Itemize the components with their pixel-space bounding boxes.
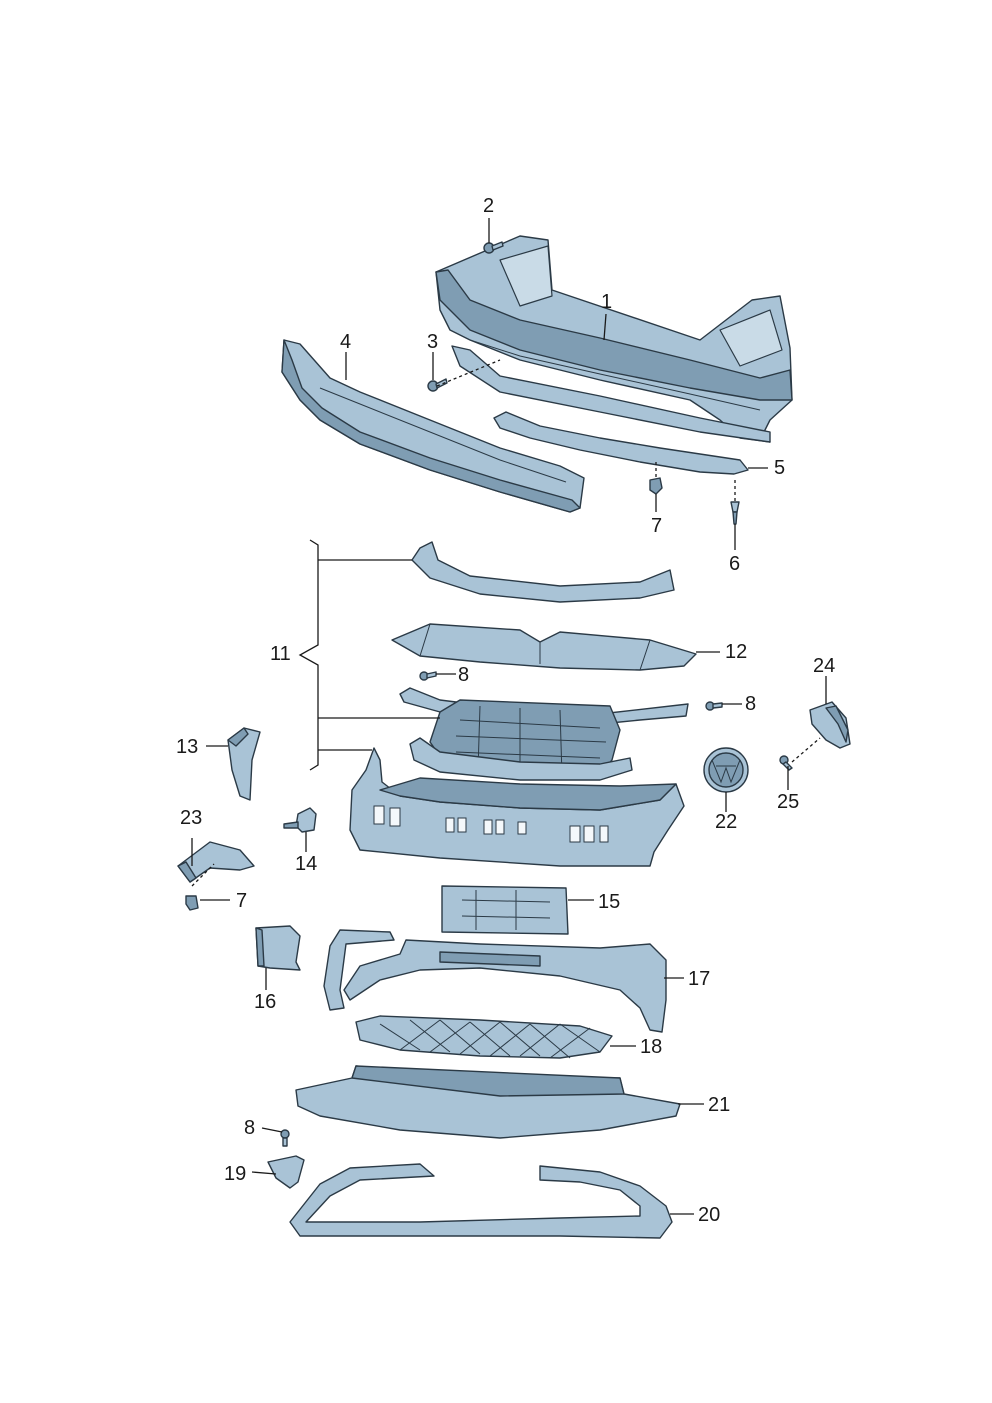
label-24: 24 [813, 655, 835, 677]
part-5-seal-strip[interactable] [493, 411, 749, 475]
part-17-grille-frame[interactable] [323, 929, 667, 1033]
leader-lines [191, 218, 827, 1215]
label-2: 2 [483, 195, 494, 217]
label-4: 4 [340, 331, 351, 353]
part-6-clip[interactable] [730, 501, 740, 525]
part-12-grille-insert[interactable] [391, 623, 697, 671]
label-1: 1 [601, 291, 612, 313]
part-7-rivet-top[interactable] [649, 477, 663, 495]
part-11-grille-lower[interactable] [409, 737, 633, 781]
label-14: 14 [295, 853, 317, 875]
part-1-bumper-carrier[interactable] [435, 235, 793, 443]
label-16: 16 [254, 991, 276, 1013]
part-20-trim-strip[interactable] [289, 1163, 673, 1239]
label-5: 5 [774, 457, 785, 479]
part-24-sensor-housing[interactable] [809, 701, 851, 749]
part-16-bracket[interactable] [255, 925, 301, 971]
label-17: 17 [688, 968, 710, 990]
part-8-screw-c[interactable] [280, 1129, 290, 1147]
label-19: 19 [224, 1163, 246, 1185]
part-18-lower-grille[interactable] [355, 1015, 613, 1059]
part-15-license-plate-holder[interactable] [441, 885, 569, 935]
part-23-bracket[interactable] [177, 841, 255, 883]
label-21: 21 [708, 1094, 730, 1116]
part-labels: 2 1 4 3 5 7 6 11 12 8 8 24 13 25 22 23 1… [176, 195, 835, 1226]
part-8-screw-a[interactable] [419, 671, 437, 681]
part-2-bolt[interactable] [483, 241, 504, 254]
label-12: 12 [725, 641, 747, 663]
label-25: 25 [777, 791, 799, 813]
part-19-bracket[interactable] [267, 1155, 305, 1189]
part-7-rivet-bottom[interactable] [185, 895, 199, 911]
label-11: 11 [270, 643, 291, 665]
part-22-emblem[interactable] [703, 747, 749, 793]
label-13: 13 [176, 736, 198, 758]
part-14-sensor-holder[interactable] [283, 807, 317, 833]
label-20: 20 [698, 1204, 720, 1226]
label-15: 15 [598, 891, 620, 913]
part-25-screw[interactable] [779, 755, 793, 771]
label-22: 22 [715, 811, 737, 833]
label-8-c: 8 [244, 1117, 255, 1139]
label-7-bottom: 7 [236, 890, 247, 912]
part-13-bracket[interactable] [227, 727, 261, 801]
label-6: 6 [729, 553, 740, 575]
part-21-lower-spoiler[interactable] [295, 1065, 681, 1139]
label-7-top: 7 [651, 515, 662, 537]
label-18: 18 [640, 1036, 662, 1058]
bumper-cover[interactable] [349, 747, 685, 867]
part-11-spoiler-strip[interactable] [411, 541, 675, 603]
label-8-a: 8 [458, 664, 469, 686]
label-8-b: 8 [745, 693, 756, 715]
part-8-screw-b[interactable] [705, 701, 723, 711]
part-4-energy-absorber[interactable] [281, 339, 585, 513]
label-3: 3 [427, 331, 438, 353]
part-3-bolt[interactable] [427, 378, 448, 392]
label-23: 23 [180, 807, 202, 829]
